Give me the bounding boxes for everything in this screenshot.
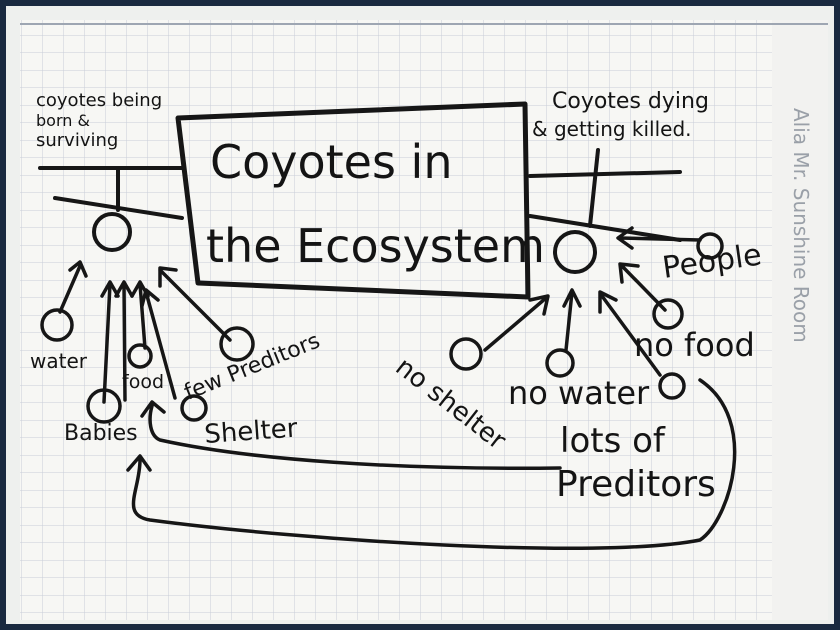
factor-food: food <box>122 371 164 393</box>
left-branch-lines <box>38 166 184 220</box>
right-branch-lines <box>528 148 682 242</box>
left-label-1: coyotes being <box>36 90 162 111</box>
side-strip <box>772 20 828 620</box>
factor-preditors: Preditors <box>556 464 716 505</box>
title-line2: the Ecosystem <box>206 219 545 273</box>
right-label-1: Coyotes dying <box>552 89 709 114</box>
title-line1: Coyotes in <box>210 135 453 189</box>
left-label-2: born & <box>36 111 90 130</box>
right-factor-circles <box>449 232 724 400</box>
left-factor-arrows <box>58 260 232 404</box>
title-box <box>175 101 531 300</box>
factor-water: water <box>30 349 88 373</box>
right-label-2: & getting killed. <box>532 117 692 141</box>
factor-lots-of: lots of <box>560 421 666 461</box>
left-factor-circles <box>40 308 255 424</box>
factor-no-food: no food <box>634 326 755 364</box>
left-node <box>92 212 132 252</box>
left-label-3: surviving <box>36 130 118 151</box>
factor-babies: Babies <box>64 421 138 446</box>
signature: Alia Mr. Sunshine Room <box>789 108 813 343</box>
right-node <box>553 230 597 274</box>
factor-no-water: no water <box>508 374 650 412</box>
right-factor-arrows <box>126 226 737 551</box>
factor-shelter: Shelter <box>203 414 298 450</box>
